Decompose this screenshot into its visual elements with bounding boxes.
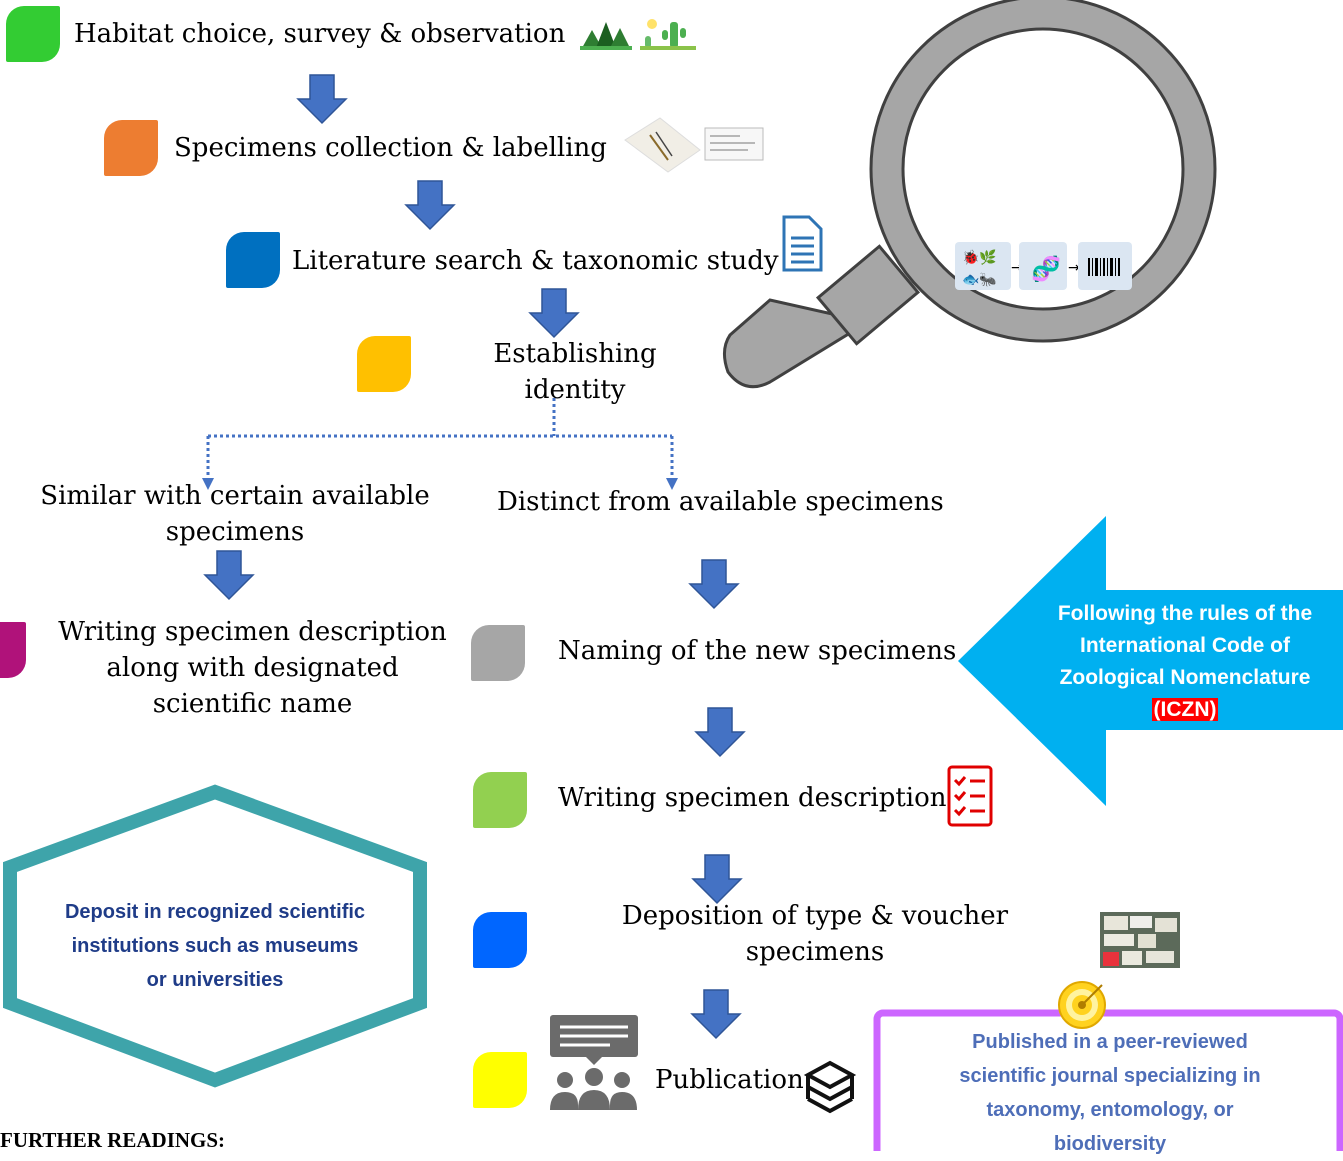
svg-text:🐞🌿: 🐞🌿 [962,249,997,266]
arrow-down-4 [204,550,254,600]
arrow-down-8 [691,989,741,1039]
writing-leaf [473,772,527,828]
identity-leaf [357,336,411,392]
forest-icon [580,22,632,50]
deposit-hexagon [3,784,427,1088]
step-writing-named: Writing specimen description along with … [40,614,465,722]
step-publication: Publication [655,1065,804,1095]
deposit-callout: Deposit in recognized scientific institu… [40,895,390,997]
magnifier-icon [723,0,1217,389]
step-habitat: Habitat choice, survey & observation [74,19,566,49]
step-identity-line1: Establishing [493,339,657,369]
desert-cactus-icon [640,19,696,50]
step-similar: Similar with certain available specimens [20,478,450,550]
step-deposition-line1: Deposition of type & voucher [621,901,1009,931]
publication-leaf [473,1052,527,1108]
publish-box [873,1009,1343,1151]
step-identity: Establishing identity [470,336,680,408]
step-collection: Specimens collection & labelling [174,133,607,163]
publish-line2: scientific journal specializing in [959,1065,1261,1087]
branch-arrowhead-left [202,478,214,490]
step-writing-named-line1: Writing specimen description [58,617,447,647]
arrow-down-2 [405,180,455,230]
arrow-down-3 [529,288,579,338]
step-identity-line2: identity [524,375,626,405]
step-writing-named-line3: scientific name [152,689,353,719]
iczn-line1: Following the rules of the [1057,602,1313,625]
step-naming: Naming of the new specimens [558,636,957,666]
writing-named-leaf [0,622,26,678]
deposit-line2: institutions such as museums [71,935,359,957]
step-similar-line1: Similar with certain available [40,481,430,511]
branch-connector [206,398,674,480]
deposit-line1: Deposit in recognized scientific [64,901,366,923]
arrow-down-7 [692,854,742,904]
habitat-leaf [6,6,60,62]
specimen-labels-photo-icon [1100,912,1180,968]
arrow-down-6 [695,707,745,757]
checklist-icon [947,765,993,827]
arrow-down-1 [297,74,347,124]
collection-leaf [104,120,158,176]
literature-leaf [226,232,280,288]
step-deposition: Deposition of type & voucher specimens [605,898,1025,970]
deposit-line3: or universities [146,969,284,991]
publish-callout: Published in a peer-reviewed scientific … [890,1025,1330,1161]
iczn-callout: Following the rules of the International… [1030,598,1340,726]
svg-text:🧬: 🧬 [1031,254,1061,283]
step-writing-description: Writing specimen description [558,783,947,813]
step-deposition-line2: specimens [745,937,885,967]
specimen-label-icon [704,127,764,161]
deposition-leaf [473,912,527,968]
svg-text:→: → [1068,260,1080,276]
naming-leaf [471,625,525,681]
document-icon [782,215,823,272]
step-literature: Literature search & taxonomic study [292,246,779,276]
iczn-arrow [958,516,1343,806]
iczn-line3: Zoological Nomenclature [1059,666,1311,689]
target-icon [1058,981,1106,1029]
svg-text:🐟🐜: 🐟🐜 [962,272,997,288]
collection-photo-icon [624,117,701,173]
step-distinct: Distinct from available specimens [497,487,944,517]
step-writing-named-line2: along with designated [106,653,399,683]
iczn-abbrev: (ICZN) [1151,698,1219,721]
further-readings-heading: FURTHER READINGS: [0,1128,226,1152]
branch-arrowhead-right [666,478,678,490]
dna-barcode-icon: 🐞🌿 🐟🐜 → 🧬 → [955,242,1132,290]
books-icon [803,1060,857,1114]
step-similar-line2: specimens [165,517,305,547]
publish-line3: taxonomy, entomology, or [986,1099,1234,1121]
publish-line4: biodiversity [1053,1133,1167,1155]
iczn-line2: International Code of [1080,634,1290,657]
audience-icon [550,1015,638,1110]
arrow-down-5 [689,559,739,609]
publish-line1: Published in a peer-reviewed [972,1031,1248,1053]
